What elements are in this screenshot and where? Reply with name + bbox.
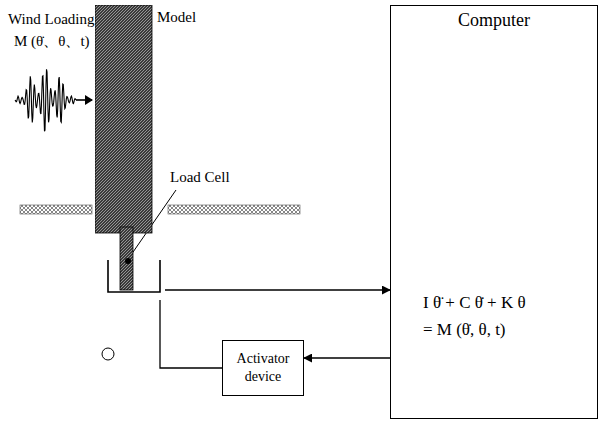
load-cell-dot xyxy=(125,258,131,264)
signal-connector xyxy=(160,300,222,368)
activator-box: Activator device xyxy=(222,340,304,396)
wind-signal xyxy=(15,69,76,131)
signal-name: Wind Loading xyxy=(8,10,94,28)
load-cell xyxy=(120,227,133,290)
base-cup xyxy=(108,260,160,292)
signal-connector xyxy=(165,289,390,290)
node-heading: Model xyxy=(157,9,165,26)
floor-bar xyxy=(20,205,92,214)
node-heading: Computer xyxy=(391,10,597,31)
signal-formula: M (θ̇、θ、t) xyxy=(14,32,90,50)
model-figure xyxy=(95,5,165,300)
joint-circle xyxy=(102,348,114,360)
model: Model xyxy=(95,5,165,300)
part-name: Load Cell xyxy=(170,168,230,186)
model-body xyxy=(95,5,152,233)
equation: I θ̈ + C θ̇ + K θ = M (θ̇, θ, t) xyxy=(423,289,535,343)
computer-box: Computer I θ̈ + C θ̇ + K θ = M (θ̇, θ, t) xyxy=(390,5,598,419)
node-heading: Activator device xyxy=(223,341,303,394)
signal-connector xyxy=(304,357,390,358)
wind-signal-path xyxy=(15,69,76,131)
wind-arrowhead xyxy=(85,95,93,105)
floor-bar xyxy=(168,205,300,214)
